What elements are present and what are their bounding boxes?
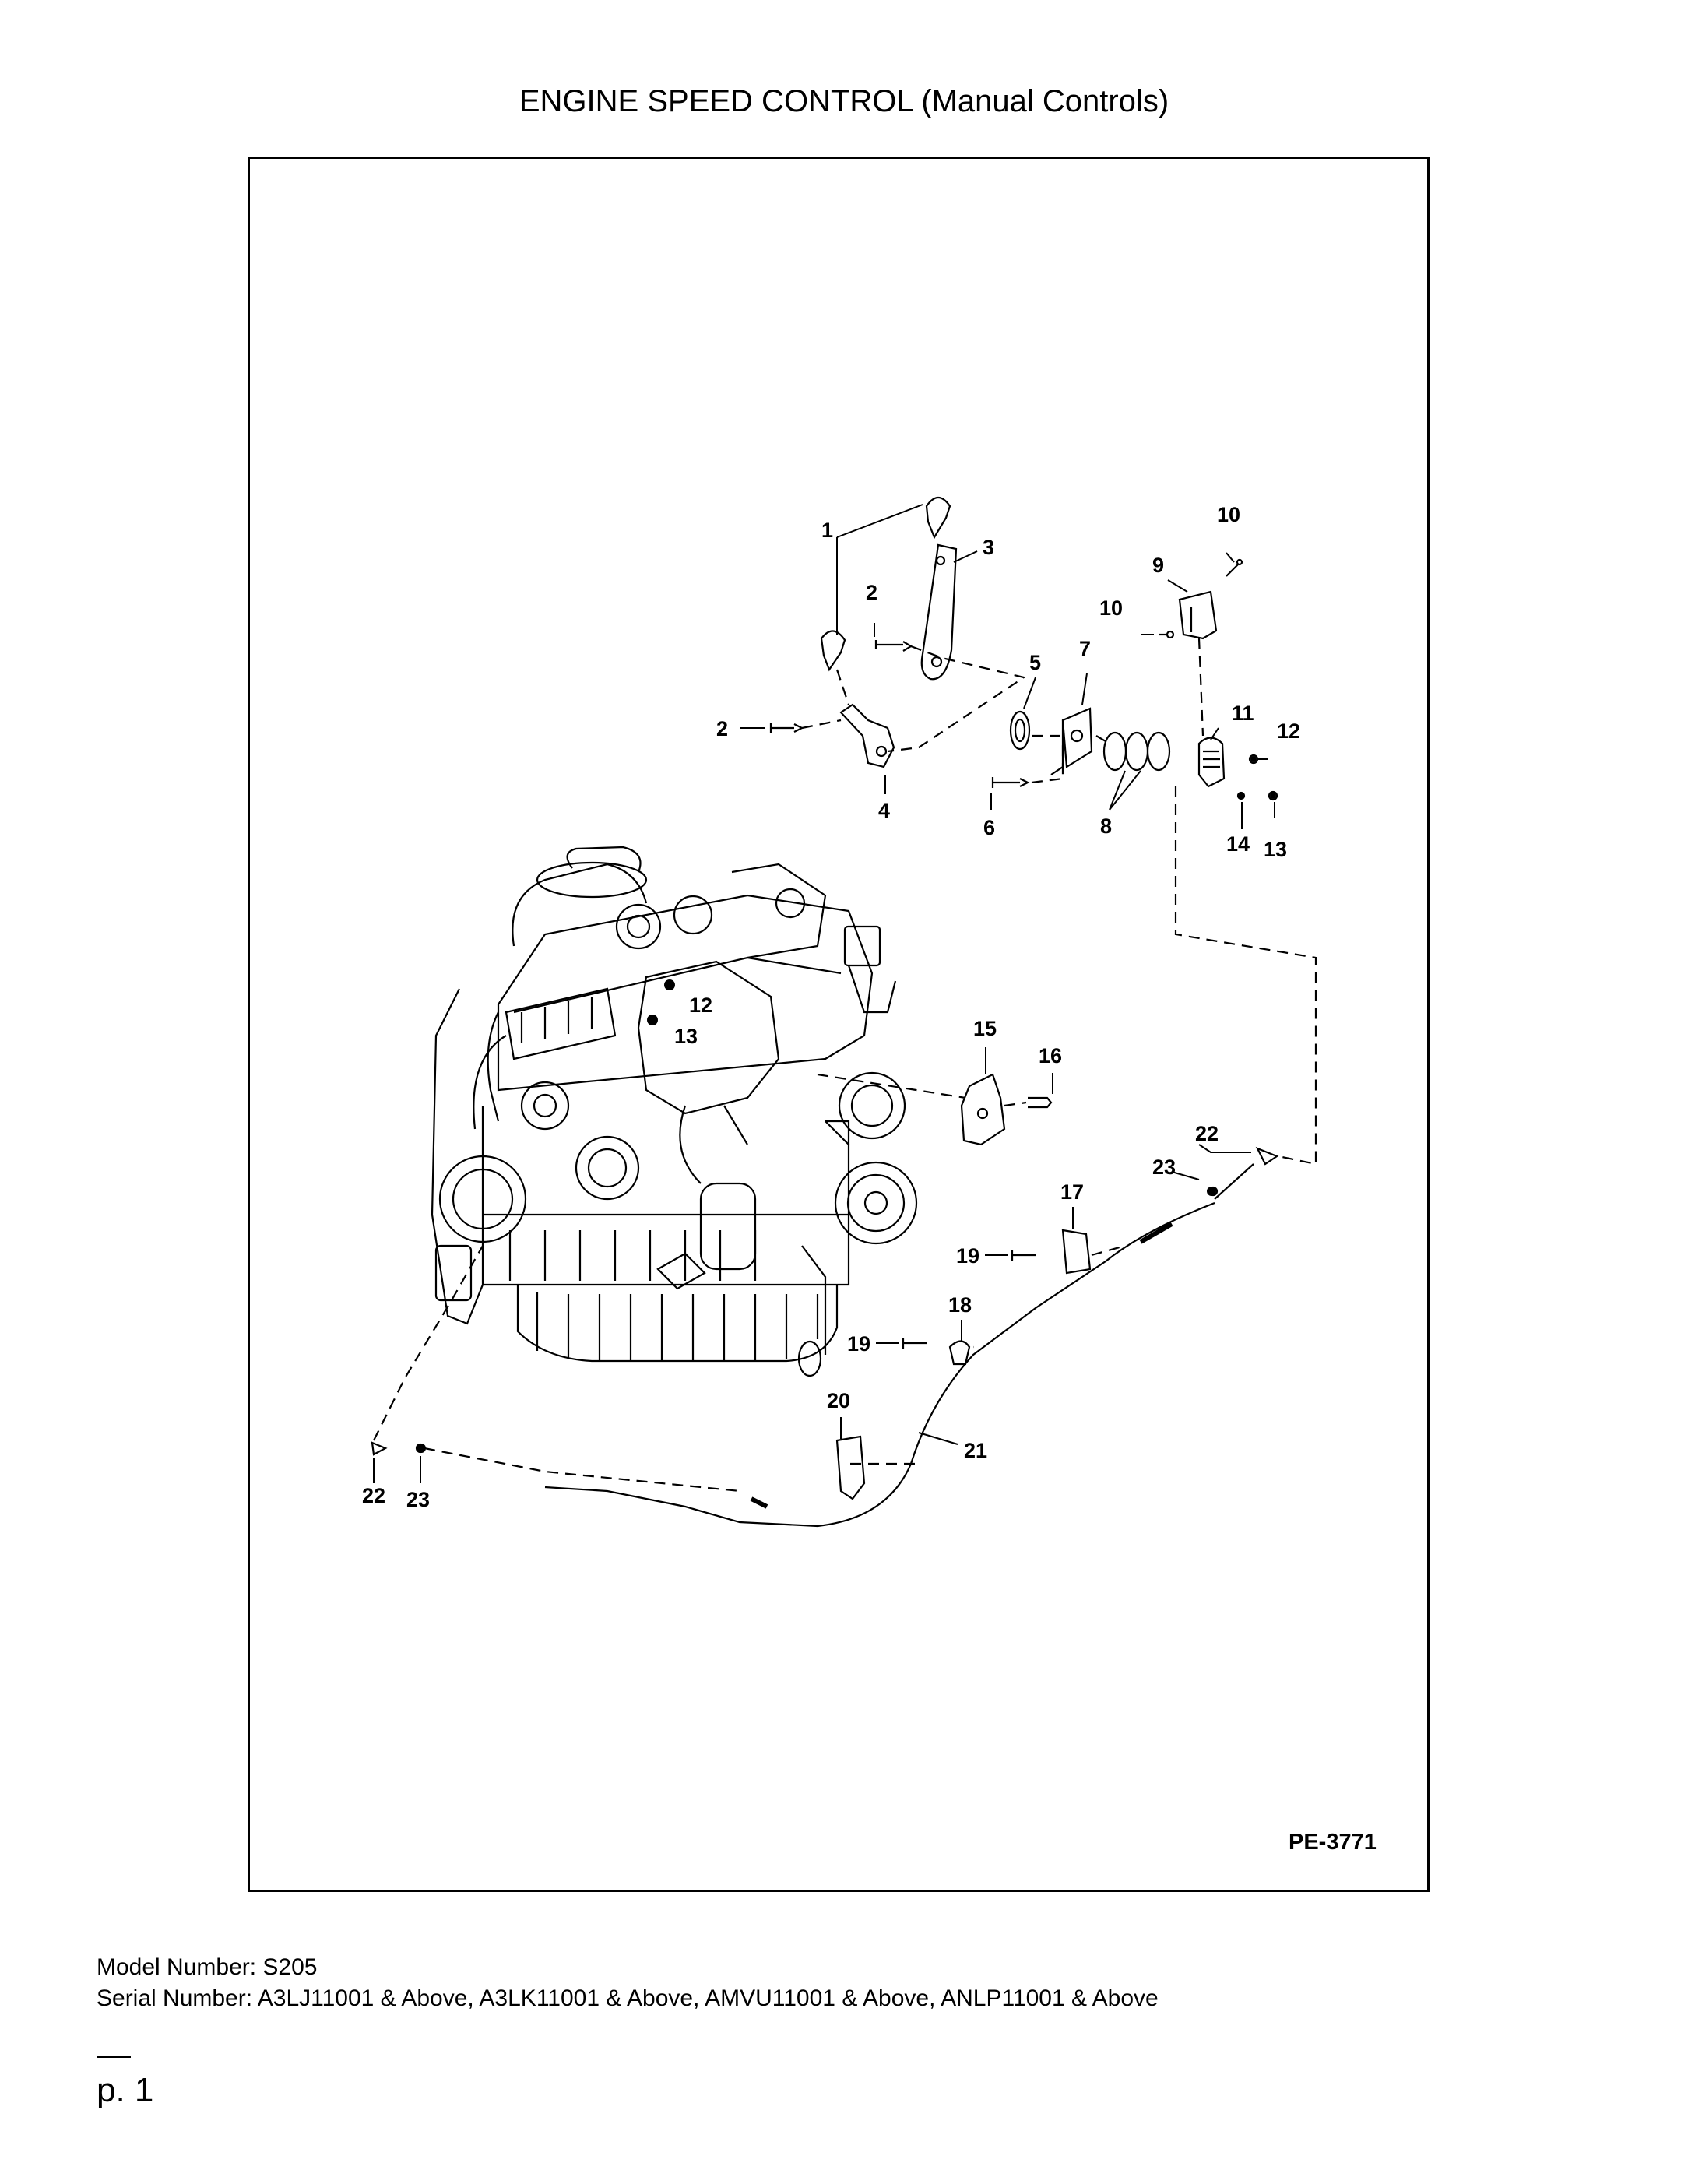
callout-13b: 13	[674, 1025, 698, 1048]
callout-10b: 10	[1099, 596, 1123, 620]
callout-15: 15	[973, 1017, 997, 1040]
callout-9: 9	[1152, 554, 1164, 577]
callout-22b: 22	[362, 1484, 385, 1507]
callout-2b: 2	[716, 717, 728, 740]
callout-2a: 2	[866, 581, 877, 604]
callout-23a: 23	[1152, 1155, 1176, 1179]
callout-23b: 23	[406, 1488, 430, 1511]
diagram-frame	[248, 157, 1430, 1892]
diagram-reference-code: PE-3771	[1289, 1830, 1377, 1855]
callout-3: 3	[983, 536, 994, 559]
callout-14: 14	[1226, 832, 1250, 856]
callout-7: 7	[1079, 637, 1091, 660]
callout-12a: 12	[1277, 719, 1300, 743]
page-divider	[97, 2056, 131, 2058]
callout-12b: 12	[689, 994, 712, 1017]
callout-13a: 13	[1264, 838, 1287, 861]
callout-18: 18	[948, 1293, 972, 1317]
callout-11: 11	[1232, 702, 1254, 725]
callout-19b: 19	[847, 1332, 870, 1356]
callout-10a: 10	[1217, 503, 1240, 526]
page-title: ENGINE SPEED CONTROL (Manual Controls)	[519, 84, 1169, 118]
callout-19a: 19	[956, 1244, 979, 1268]
callout-1: 1	[821, 519, 833, 542]
callout-5: 5	[1029, 651, 1041, 674]
engine-illustration	[431, 846, 918, 1377]
callout-17: 17	[1060, 1180, 1084, 1204]
callout-6: 6	[983, 816, 995, 839]
callout-22a: 22	[1195, 1122, 1219, 1145]
model-number: Model Number: S205	[97, 1954, 318, 1980]
page-number: p. 1	[97, 2071, 154, 2109]
callout-16: 16	[1039, 1044, 1062, 1067]
callout-8: 8	[1100, 814, 1112, 838]
callout-21: 21	[964, 1439, 987, 1462]
serial-number: Serial Number: A3LJ11001 & Above, A3LK11…	[97, 1985, 1159, 2011]
callout-4: 4	[878, 799, 890, 822]
callout-20: 20	[827, 1389, 850, 1412]
